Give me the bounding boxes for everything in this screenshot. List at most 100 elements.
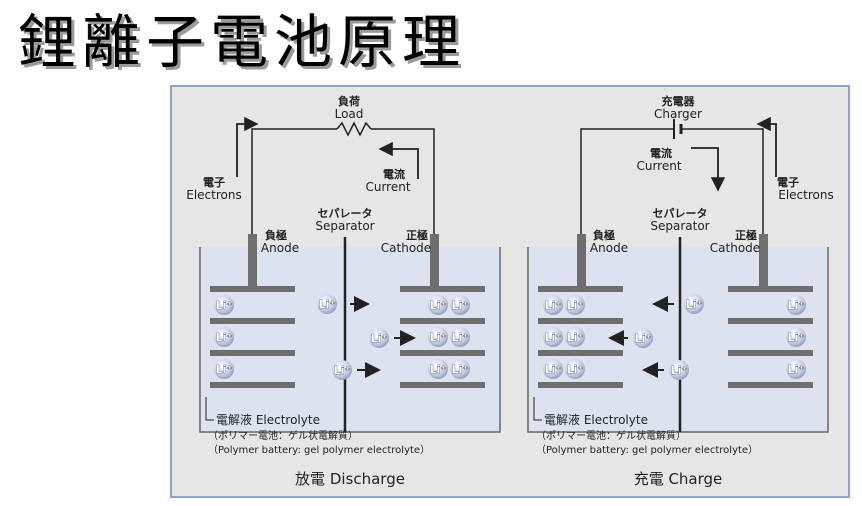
lithium-ion: Li⁺ bbox=[450, 295, 470, 315]
lithium-ion-label: Li⁺ bbox=[545, 331, 562, 344]
charge-anode-jp: 負極 bbox=[593, 228, 615, 242]
lithium-ion-circle bbox=[369, 328, 389, 348]
lithium-ion-label: Li⁺ bbox=[671, 364, 688, 377]
lithium-ion-label: Li⁺ bbox=[567, 299, 584, 312]
lithium-ion: Li⁺ bbox=[565, 327, 585, 347]
lithium-ion-label: Li⁺ bbox=[216, 331, 233, 344]
lithium-ion-circle bbox=[214, 295, 234, 315]
lithium-ion-circle bbox=[317, 294, 337, 314]
discharge-separator-jp: セパレータ bbox=[318, 207, 373, 220]
charge-cathode-jp: 正極 bbox=[735, 228, 757, 242]
discharge-anode-plates bbox=[210, 286, 295, 388]
lithium-ion-circle bbox=[543, 327, 563, 347]
discharge-electrolyte-note-en: （Polymer battery: gel polymer electrolyt… bbox=[208, 444, 430, 456]
lithium-ion-circle bbox=[428, 359, 448, 379]
charge-cathode-rod bbox=[759, 234, 768, 286]
charge-anode-en: Anode bbox=[590, 241, 628, 255]
discharge-electrolyte-label: 電解液 Electrolyte bbox=[216, 412, 320, 427]
discharge-anode-plate bbox=[210, 350, 295, 356]
charge-cathode-plate bbox=[728, 286, 813, 292]
discharge-electrolyte-leader bbox=[205, 397, 214, 421]
discharge-panel: 負荷 Load 電子 Electrons 電流 Current セパレータ Se… bbox=[186, 94, 501, 488]
lithium-ion-label: Li⁺ bbox=[567, 331, 584, 344]
charge-electrolyte-leader bbox=[533, 397, 542, 421]
lithium-ion-label: Li⁺ bbox=[788, 363, 805, 376]
discharge-load-en: Load bbox=[335, 107, 364, 121]
lithium-ion: Li⁺ bbox=[214, 327, 234, 347]
lithium-ion: Li⁺ bbox=[317, 294, 337, 314]
discharge-current-en: Current bbox=[365, 180, 410, 194]
lithium-ion-circle bbox=[450, 359, 470, 379]
charge-electrons-en: Electrons bbox=[778, 188, 833, 202]
charge-current-en: Current bbox=[636, 159, 681, 173]
discharge-anode-en: Anode bbox=[261, 241, 299, 255]
discharge-anode-plate bbox=[210, 286, 295, 292]
lithium-ion: Li⁺ bbox=[428, 359, 448, 379]
lithium-ion: Li⁺ bbox=[684, 294, 704, 314]
lithium-ion: Li⁺ bbox=[214, 295, 234, 315]
lithium-ion-circle bbox=[565, 359, 585, 379]
discharge-load-resistor bbox=[336, 121, 372, 137]
lithium-ion-label: Li⁺ bbox=[567, 363, 584, 376]
charge-electrolyte-label: 電解液 Electrolyte bbox=[544, 412, 648, 427]
lithium-ion-label: Li⁺ bbox=[452, 363, 469, 376]
lithium-ion: Li⁺ bbox=[369, 328, 389, 348]
lithium-ion: Li⁺ bbox=[543, 359, 563, 379]
lithium-ion-circle bbox=[669, 360, 689, 380]
charge-anode-plate bbox=[538, 286, 623, 292]
lithium-ion: Li⁺ bbox=[786, 359, 806, 379]
discharge-cathode-jp: 正極 bbox=[406, 228, 428, 242]
charge-charger-jp: 充電器 bbox=[662, 94, 696, 108]
charge-caption: 充電 Charge bbox=[634, 470, 723, 488]
lithium-ion: Li⁺ bbox=[633, 328, 653, 348]
discharge-cathode-plate bbox=[400, 382, 485, 388]
lithium-ions: Li⁺Li⁺Li⁺Li⁺Li⁺Li⁺Li⁺Li⁺Li⁺Li⁺Li⁺Li⁺Li⁺L… bbox=[214, 294, 806, 380]
charge-cathode-plate bbox=[728, 382, 813, 388]
lithium-ion-circle bbox=[450, 295, 470, 315]
discharge-current-jp: 電流 bbox=[383, 167, 405, 181]
discharge-cathode-rod bbox=[430, 234, 439, 286]
lithium-ion-circle bbox=[786, 327, 806, 347]
charge-electrolyte-note-jp: （ポリマー電池：ゲル状電解質） bbox=[536, 429, 686, 442]
charge-beaker-outline bbox=[527, 247, 829, 433]
lithium-ion-circle bbox=[543, 295, 563, 315]
lithium-ion-circle bbox=[450, 327, 470, 347]
lithium-ion-label: Li⁺ bbox=[452, 331, 469, 344]
lithium-ion-circle bbox=[786, 295, 806, 315]
charge-anode-rod bbox=[577, 234, 586, 286]
lithium-ion: Li⁺ bbox=[565, 359, 585, 379]
discharge-cathode-plate bbox=[400, 318, 485, 324]
charge-cathode-plates bbox=[728, 286, 813, 388]
lithium-ion: Li⁺ bbox=[332, 360, 352, 380]
discharge-cathode-plates bbox=[400, 286, 485, 388]
lithium-ion-label: Li⁺ bbox=[430, 299, 447, 312]
discharge-anode-plate bbox=[210, 318, 295, 324]
lithium-ion-label: Li⁺ bbox=[686, 298, 703, 311]
discharge-anode-rod bbox=[248, 234, 257, 286]
lithium-ion-label: Li⁺ bbox=[334, 364, 351, 377]
lithium-ion-circle bbox=[428, 327, 448, 347]
lithium-ion: Li⁺ bbox=[428, 295, 448, 315]
discharge-cathode-plate bbox=[400, 350, 485, 356]
lithium-ion-circle bbox=[633, 328, 653, 348]
lithium-ion-label: Li⁺ bbox=[545, 299, 562, 312]
lithium-ion: Li⁺ bbox=[428, 327, 448, 347]
lithium-ion-label: Li⁺ bbox=[319, 298, 336, 311]
page-title: 鋰離子電池原理 bbox=[18, 8, 467, 76]
discharge-cathode-en: Cathode bbox=[381, 241, 431, 255]
discharge-caption: 放電 Discharge bbox=[295, 470, 405, 488]
discharge-electron-arrow bbox=[236, 116, 259, 177]
charge-electrons-jp: 電子 bbox=[777, 176, 799, 189]
battery-diagram: 負荷 Load 電子 Electrons 電流 Current セパレータ Se… bbox=[186, 94, 833, 488]
lithium-ion: Li⁺ bbox=[786, 295, 806, 315]
lithium-ion-label: Li⁺ bbox=[545, 363, 562, 376]
lithium-ion: Li⁺ bbox=[450, 359, 470, 379]
discharge-wire-right bbox=[371, 128, 435, 237]
charge-cathode-en: Cathode bbox=[710, 241, 760, 255]
lithium-ion-label: Li⁺ bbox=[216, 299, 233, 312]
discharge-cathode-plate bbox=[400, 286, 485, 292]
discharge-current-arrow bbox=[378, 141, 419, 179]
discharge-electrolyte-note-jp: （ポリマー電池：ゲル状電解質） bbox=[208, 429, 358, 442]
discharge-electrons-en: Electrons bbox=[186, 188, 241, 202]
charge-anode-plates bbox=[538, 286, 623, 388]
